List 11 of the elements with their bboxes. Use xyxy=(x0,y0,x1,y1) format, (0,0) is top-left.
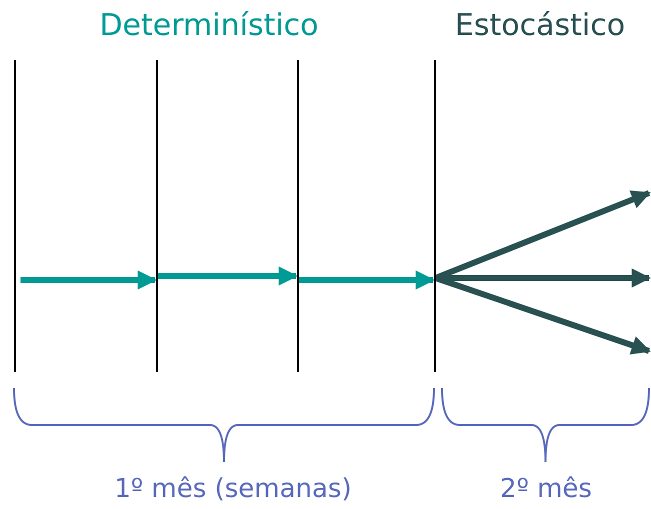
period-label: 1º mês (semanas) xyxy=(114,474,352,504)
divider-line xyxy=(156,60,158,372)
section-title: Estocástico xyxy=(454,8,626,43)
arrow xyxy=(158,266,298,286)
divider-line xyxy=(434,60,436,372)
section-title: Determinístico xyxy=(99,8,319,43)
period-label: 2º mês xyxy=(500,474,592,504)
divider-line xyxy=(14,60,16,372)
divider-line xyxy=(297,60,298,372)
arrow xyxy=(298,270,435,290)
arrow xyxy=(20,270,157,290)
